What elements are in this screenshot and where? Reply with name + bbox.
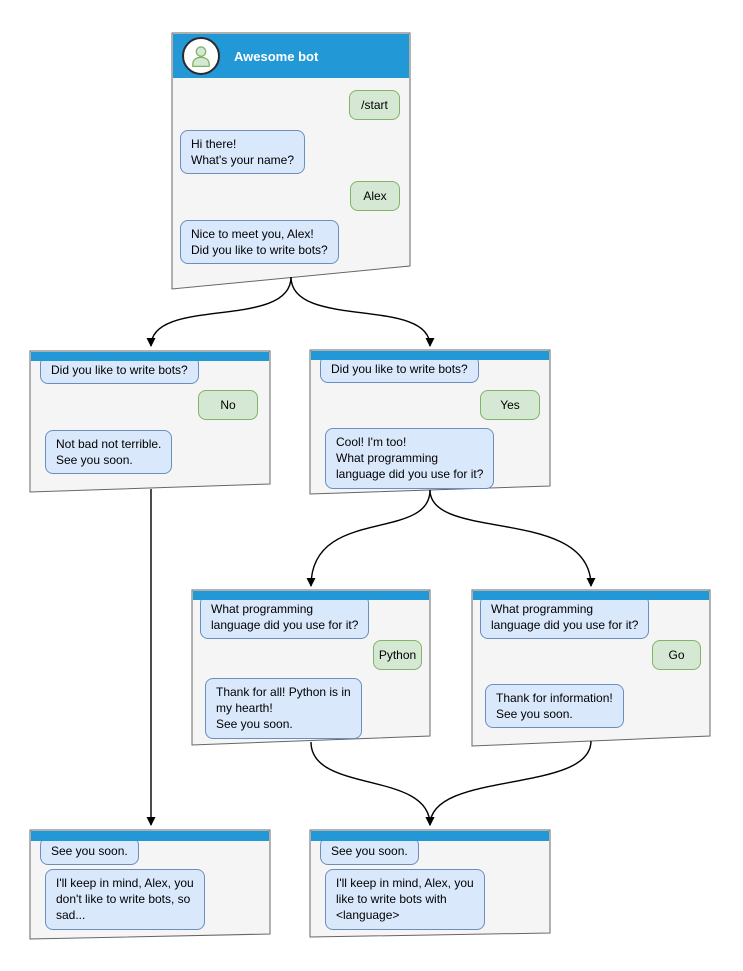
bot-message-bubble: I'll keep in mind, Alex, you don't like …: [45, 869, 205, 930]
end-yes-header: [311, 831, 549, 841]
user-message-bubble: Alex: [350, 181, 400, 212]
bot-message-bubble: See you soon.: [320, 837, 419, 866]
user-message-bubble: /start: [349, 90, 400, 121]
user-message-bubble: Python: [373, 640, 422, 671]
bot-message-bubble: Not bad not terrible. See you soon.: [45, 430, 173, 475]
user-message-bubble: No: [198, 390, 258, 421]
bot-message-bubble: What programming language did you use fo…: [480, 595, 650, 640]
arrow-main-to-no: [146, 276, 292, 347]
go-branch-header: [473, 591, 709, 600]
arrow-yes-to-go: [429, 489, 596, 587]
yes-branch-header: [311, 351, 549, 360]
no-branch-header: [31, 352, 269, 361]
bot-message-bubble: I'll keep in mind, Alex, you like to wri…: [325, 869, 485, 930]
bot-message-bubble: Cool! I'm too! What programming language…: [325, 428, 495, 489]
bot-message-bubble: See you soon.: [40, 837, 139, 866]
end-no-header: [31, 831, 269, 841]
bot-message-bubble: Thank for all! Python is in my hearth! S…: [205, 678, 362, 739]
bot-message-bubble: Thank for information! See you soon.: [485, 684, 624, 729]
bot-message-bubble: What programming language did you use fo…: [200, 595, 370, 640]
arrow-python-to-end: [310, 741, 435, 826]
user-message-bubble: Go: [652, 640, 701, 671]
arrow-yes-to-python: [306, 489, 431, 587]
bot-avatar: [182, 37, 220, 75]
user-message-bubble: Yes: [480, 390, 540, 421]
python-branch-header: [193, 591, 429, 600]
bot-title: Awesome bot: [234, 48, 319, 64]
person-icon: [192, 46, 210, 68]
bot-message-bubble: Hi there! What's your name?: [180, 130, 306, 175]
main-chat-header: Awesome bot: [173, 34, 409, 78]
arrow-go-to-end: [425, 740, 592, 826]
bot-message-bubble: Nice to meet you, Alex! Did you like to …: [180, 220, 339, 265]
arrow-main-to-yes: [290, 276, 435, 347]
